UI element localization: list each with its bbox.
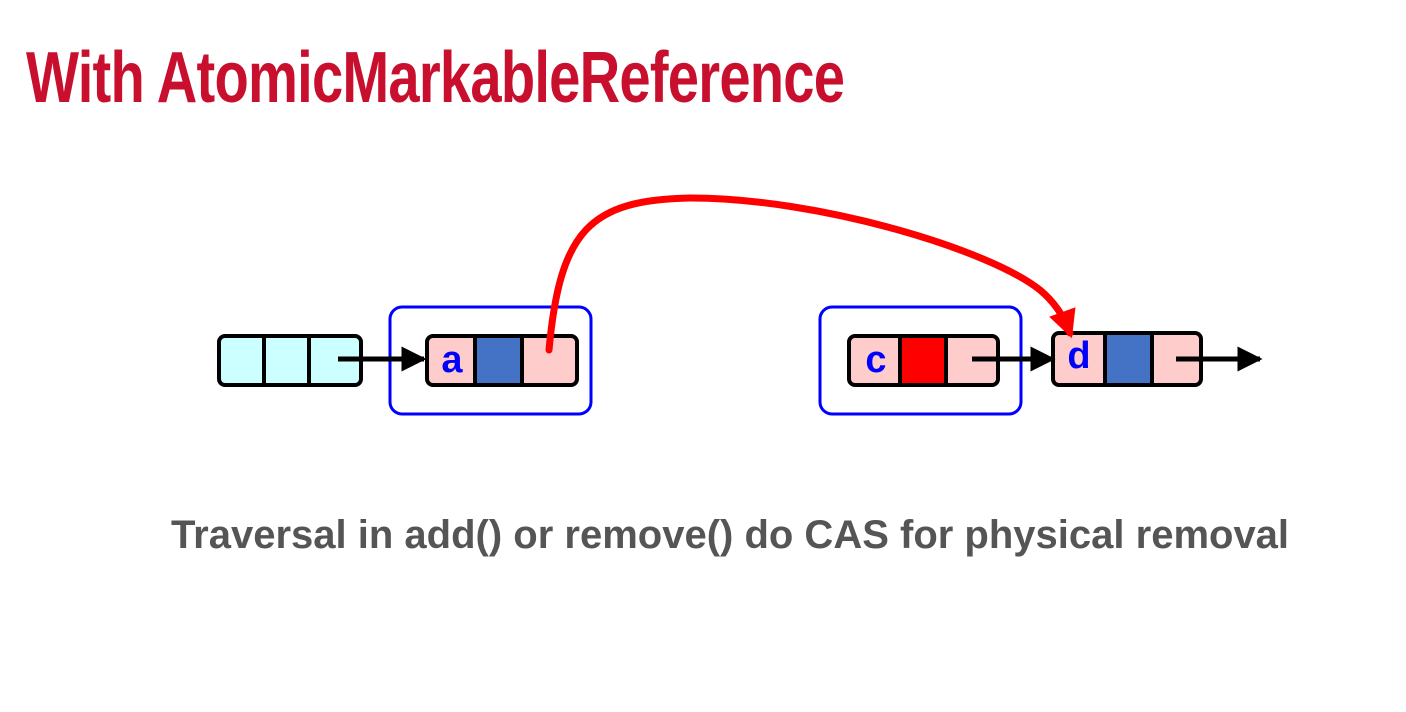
node-label-a: a	[441, 339, 463, 381]
slide-caption: Traversal in add() or remove() do CAS fo…	[170, 513, 1290, 557]
list-node-a: a	[425, 334, 579, 387]
node-label-c: c	[865, 339, 886, 381]
mark-bit-unmarked	[475, 338, 522, 383]
list-node-c: c	[847, 334, 1000, 387]
mark-bit-unmarked	[1105, 335, 1152, 383]
slide-title: With AtomicMarkableReference	[26, 38, 845, 118]
mark-bit-marked	[900, 338, 946, 383]
node-label-d: d	[1067, 335, 1090, 377]
cas-redirect-arrow	[545, 194, 1076, 354]
list-node-d: d	[1051, 331, 1203, 387]
